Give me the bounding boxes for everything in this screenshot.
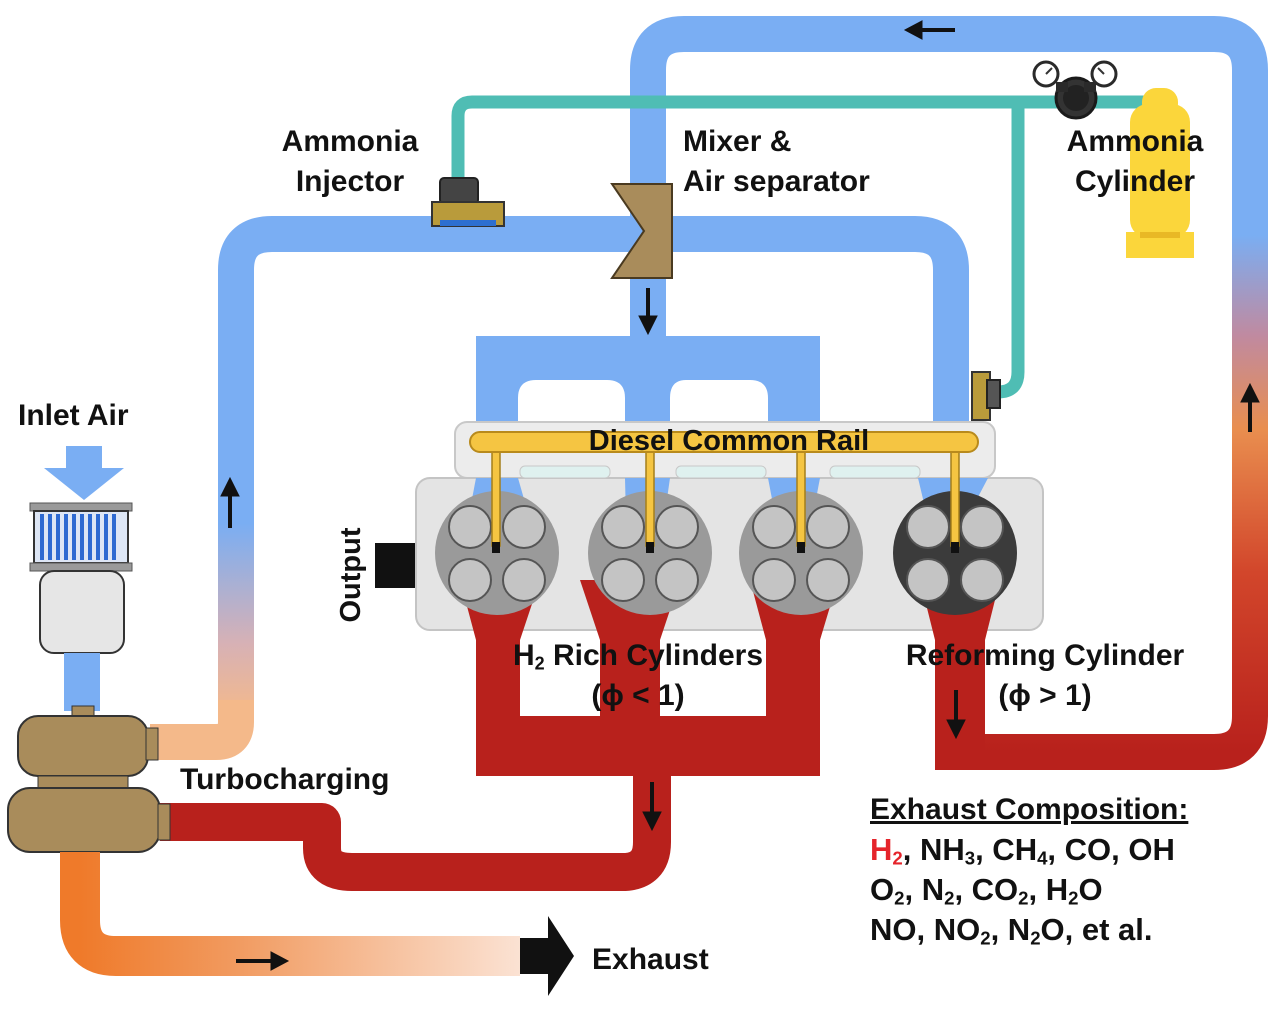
ammonia-cylinder xyxy=(1126,88,1194,258)
subscript: 3 xyxy=(964,847,976,869)
subscript: 4 xyxy=(1037,847,1048,869)
flow-arrows xyxy=(220,20,1260,971)
ammonia-cylinder-label: Ammonia Cylinder xyxy=(1050,122,1220,202)
species: , CH xyxy=(975,832,1038,867)
reforming-exhaust-pipe xyxy=(920,580,1000,770)
composition-row: H2, NH3, CH4, CO, OH xyxy=(870,830,1188,870)
turbocharger xyxy=(7,705,171,853)
label-line: Ammonia xyxy=(281,125,419,158)
label-line: Reforming Cylinder xyxy=(905,639,1185,672)
exhaust-label: Exhaust xyxy=(592,943,709,976)
ammonia-injector-label: Ammonia Injector xyxy=(262,122,438,202)
output-label: Output xyxy=(335,527,367,622)
ammonia-branch-line xyxy=(985,102,1025,399)
composition-row: O2, N2, CO2, H2O xyxy=(870,870,1188,910)
label-line: Mixer & xyxy=(683,125,792,158)
species: , CO xyxy=(954,872,1019,907)
species: , N xyxy=(904,872,945,907)
recirculation-pipe xyxy=(630,16,1268,770)
injector-tips xyxy=(492,542,959,553)
ammonia-supply-line xyxy=(451,95,1160,188)
inlet-air-label: Inlet Air xyxy=(18,399,129,432)
h2-rich-cylinders-label: H2 Rich Cylinders (ϕ < 1) xyxy=(488,636,788,716)
turbocharging-label: Turbocharging xyxy=(180,763,390,796)
exhaust-manifold xyxy=(460,580,838,776)
species: , NH xyxy=(902,832,965,867)
species: O xyxy=(1078,872,1103,907)
reforming-cylinder-label: Reforming Cylinder (ϕ > 1) xyxy=(880,636,1210,716)
species: O, et al. xyxy=(1040,912,1153,947)
species: , H xyxy=(1028,872,1069,907)
compressor-outlet-pipe xyxy=(150,700,254,760)
mixer-label: Mixer & Air separator xyxy=(683,122,870,202)
intake-manifold xyxy=(476,336,820,500)
phi-condition: (ϕ < 1) xyxy=(591,679,685,712)
species: , N xyxy=(990,912,1031,947)
species: , CO, OH xyxy=(1047,832,1175,867)
intake-air-pipe xyxy=(218,216,969,716)
valve-cover xyxy=(675,465,767,479)
filter-outlet-pipe xyxy=(64,653,100,711)
h-symbol: H xyxy=(512,639,535,672)
species: O xyxy=(870,872,895,907)
diesel-common-rail xyxy=(469,431,979,453)
regulator-gauges xyxy=(1032,60,1118,120)
ammonia-injector-reforming xyxy=(971,371,1001,421)
exhaust-composition: Exhaust Composition: H2, NH3, CH4, CO, O… xyxy=(870,790,1188,950)
valve-cover xyxy=(519,465,611,479)
inlet-air-arrow xyxy=(44,446,124,500)
subscript: 2 xyxy=(980,927,991,949)
label-line: Ammonia xyxy=(1066,125,1204,158)
label-line: Cylinder xyxy=(1074,165,1196,198)
species: NO, NO xyxy=(870,912,981,947)
subscript: 2 xyxy=(894,887,905,909)
valve-cover xyxy=(829,465,921,479)
label-text: Rich Cylinders xyxy=(544,639,764,672)
exhaust-arrow xyxy=(520,916,574,996)
diesel-common-rail-label: Diesel Common Rail xyxy=(589,425,869,457)
turbine-inlet-pipe xyxy=(160,770,671,891)
subscript: 2 xyxy=(534,653,545,674)
output-shaft xyxy=(375,543,415,588)
label-line: Air separator xyxy=(683,165,870,198)
mixer-air-separator xyxy=(610,183,673,279)
subscript: 2 xyxy=(1068,887,1079,909)
subscript: 2 xyxy=(892,847,903,869)
ammonia-injector xyxy=(431,177,505,227)
label-line: H2 Rich Cylinders xyxy=(488,636,788,676)
composition-row: NO, NO2, N2O, et al. xyxy=(870,910,1188,950)
species: H xyxy=(870,832,893,867)
subscript: 2 xyxy=(1018,887,1029,909)
subscript: 2 xyxy=(1030,927,1041,949)
phi-condition: (ϕ > 1) xyxy=(998,679,1092,712)
subscript: 2 xyxy=(944,887,955,909)
exhaust-pipe xyxy=(60,852,520,976)
label-line: Injector xyxy=(295,165,405,198)
air-filter xyxy=(29,502,133,654)
exhaust-composition-title: Exhaust Composition: xyxy=(870,793,1189,826)
